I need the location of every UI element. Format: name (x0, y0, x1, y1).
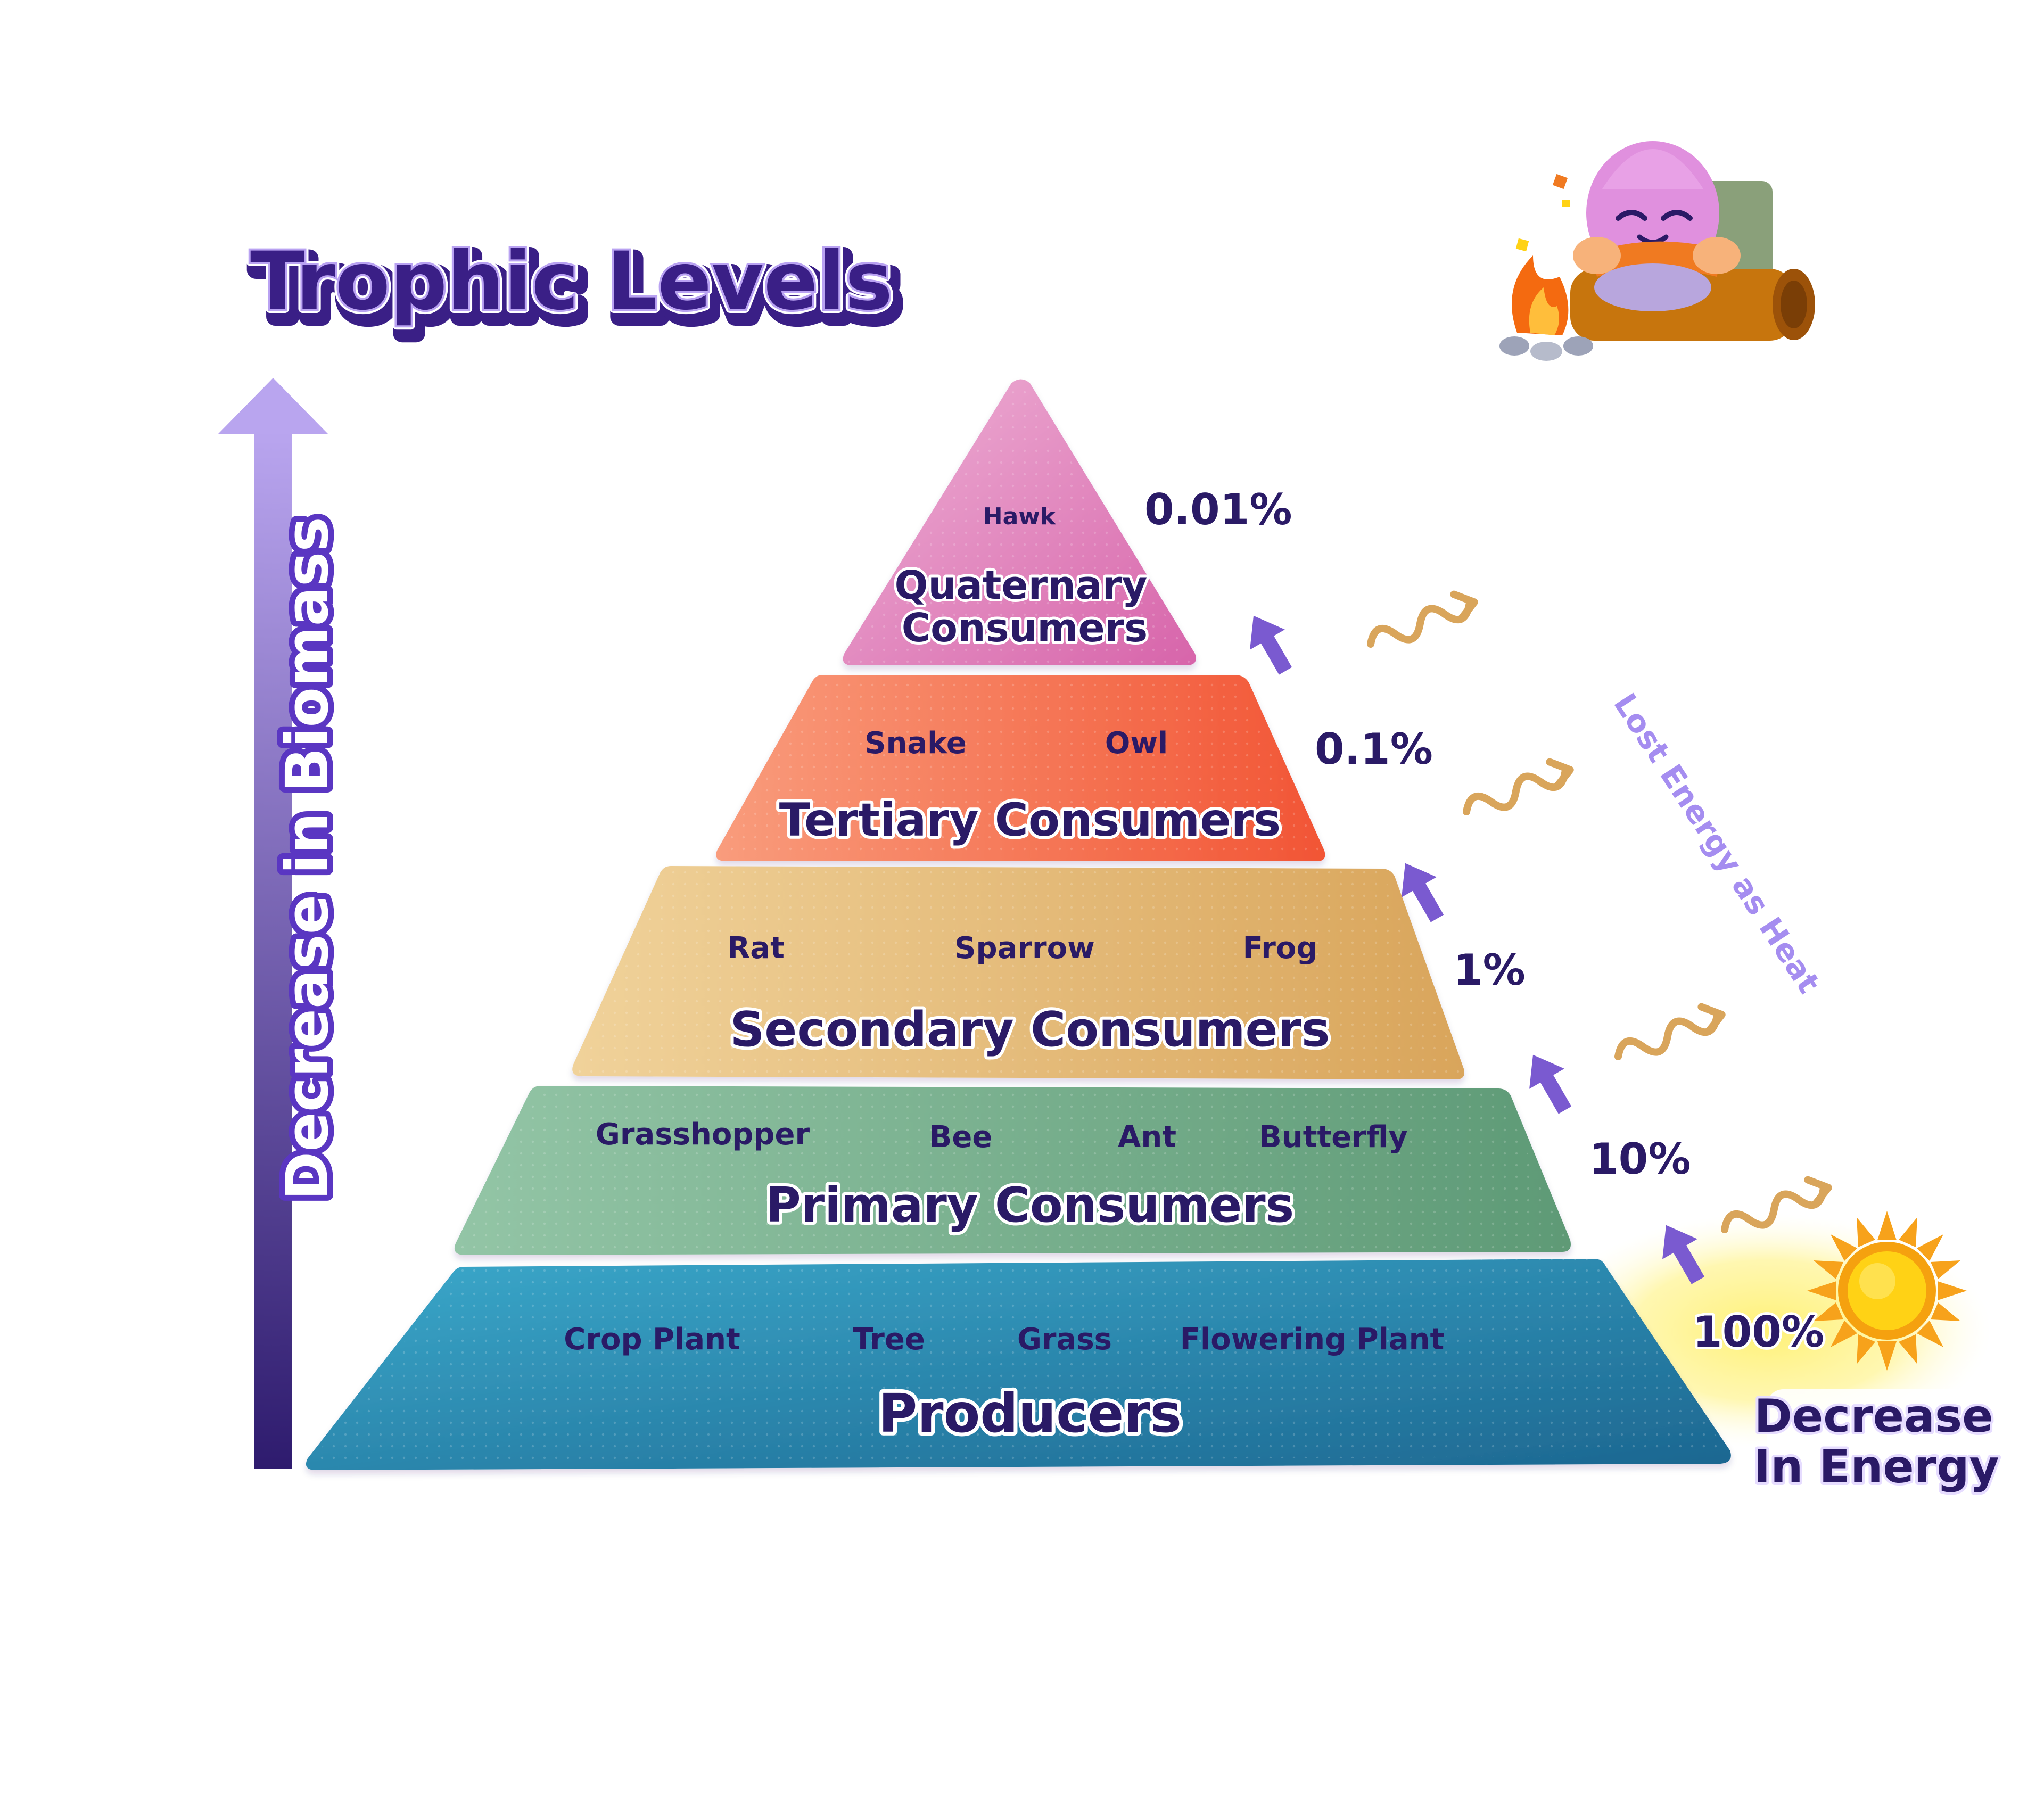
energy-label: Decrease In Energy (1751, 1387, 2002, 1501)
level-names: Producers Primary Consumers Secondary Co… (727, 560, 1333, 1448)
heat-wave-icon (1367, 590, 1478, 648)
energy-1: 1% (1453, 945, 1526, 995)
energy-100: 100% (1693, 1307, 1824, 1357)
organism-rat: Rat (727, 931, 785, 966)
energy-label-line1: Decrease (1754, 1390, 1993, 1443)
energy-arrows (1250, 615, 1705, 1284)
organism-labels: Crop Plant Tree Grass Flowering Plant Gr… (564, 503, 1444, 1357)
energy-arrow-icon (1662, 1225, 1705, 1284)
organism-snake: Snake (864, 726, 967, 761)
pyramid (306, 379, 1731, 1470)
energy-arrow-icon (1402, 863, 1444, 922)
organism-tree: Tree (853, 1322, 925, 1357)
organism-sparrow: Sparrow (954, 931, 1095, 966)
organism-grasshopper: Grasshopper (596, 1117, 810, 1152)
organism-grass: Grass (1017, 1322, 1112, 1357)
title: Trophic Levels Trophic Levels Trophic Le… (246, 231, 907, 345)
level-name-quaternary-line1: Quaternary (895, 563, 1148, 608)
energy-percentages: 100% 10% 1% 0.1% 0.01% (1142, 482, 1827, 1359)
energy-label-line2: In Energy (1753, 1440, 1999, 1494)
organism-frog: Frog (1243, 931, 1318, 966)
organism-crop-plant: Crop Plant (564, 1322, 740, 1357)
energy-0-1: 0.1% (1315, 724, 1433, 774)
svg-text:Trophic Levels: Trophic Levels (256, 243, 898, 336)
organism-bee: Bee (929, 1120, 993, 1154)
heat-waves (1367, 590, 1832, 1233)
energy-arrow-icon (1250, 615, 1292, 675)
energy-10: 10% (1589, 1134, 1691, 1184)
heat-wave-icon (1721, 1176, 1832, 1233)
energy-0-01: 0.01% (1144, 485, 1292, 534)
level-name-producers: Producers (878, 1382, 1182, 1445)
heat-wave-icon (1614, 1003, 1726, 1060)
campfire-mascot-icon (1499, 141, 1815, 361)
lost-heat-label: Lost Energy as Heat (1606, 687, 1827, 1000)
level-name-tertiary: Tertiary Consumers (779, 794, 1281, 847)
organism-flowering-plant: Flowering Plant (1180, 1322, 1445, 1357)
energy-arrow-icon (1529, 1054, 1572, 1114)
svg-text:Trophic Levels: Trophic Levels (250, 235, 893, 328)
heat-wave-icon (1463, 758, 1574, 815)
organism-hawk: Hawk (983, 503, 1057, 530)
organism-butterfly: Butterfly (1259, 1120, 1408, 1154)
organism-owl: Owl (1105, 726, 1168, 761)
organism-ant: Ant (1118, 1120, 1176, 1154)
sun-icon (1807, 1211, 1967, 1371)
level-name-quaternary-line2: Consumers (902, 605, 1148, 651)
level-name-primary: Primary Consumers (766, 1177, 1294, 1233)
biomass-label: Decrease in Biomass (273, 517, 341, 1200)
svg-text:Trophic Levels: Trophic Levels (250, 235, 893, 328)
level-name-secondary: Secondary Consumers (730, 1002, 1330, 1058)
biomass-arrow-icon (218, 378, 328, 1469)
